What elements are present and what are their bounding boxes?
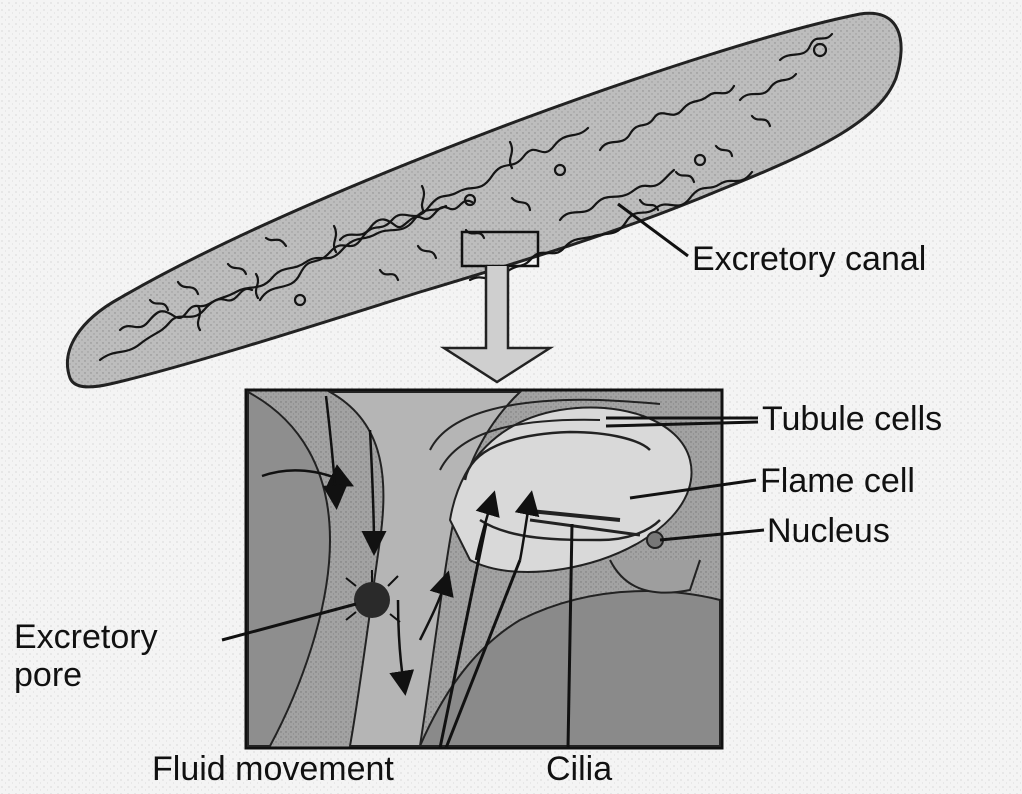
label-excretory-pore-line2: pore (14, 656, 158, 694)
label-fluid-movement: Fluid movement (152, 752, 394, 786)
label-nucleus: Nucleus (767, 514, 890, 548)
label-flame-cell: Flame cell (760, 464, 915, 498)
label-excretory-pore-line1: Excretory (14, 618, 158, 656)
label-excretory-canal: Excretory canal (692, 242, 926, 276)
label-cilia: Cilia (546, 752, 612, 786)
label-tubule-cells: Tubule cells (762, 402, 942, 436)
label-excretory-pore: Excretory pore (14, 618, 158, 694)
